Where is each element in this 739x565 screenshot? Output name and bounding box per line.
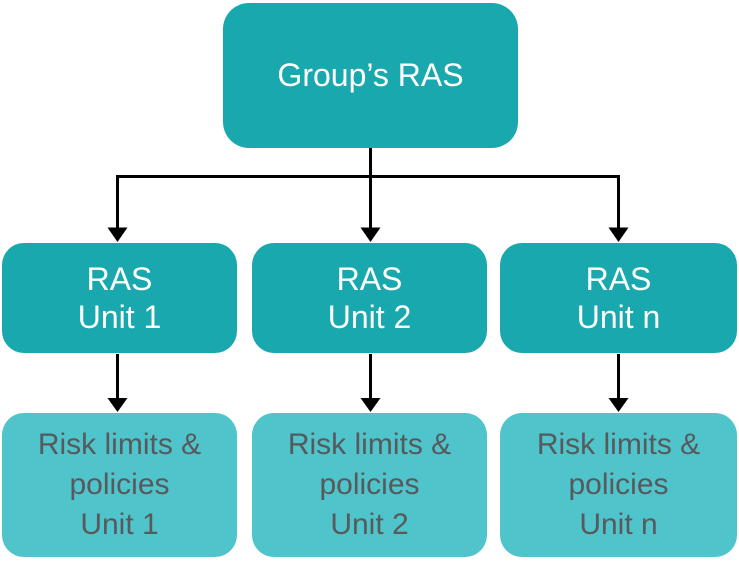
policy-unit-2-node: Risk limits & policies Unit 2 (252, 413, 487, 557)
ras-unit-1-node: RAS Unit 1 (2, 243, 237, 353)
policy-unit-1-node: Risk limits & policies Unit 1 (2, 413, 237, 557)
arrowhead-policy-3 (608, 398, 629, 412)
arrowhead-unit-3 (608, 227, 629, 242)
policy-unit-n-node: Risk limits & policies Unit n (500, 413, 737, 557)
arrowhead-unit-2 (360, 227, 381, 242)
ras-unit-2-node: RAS Unit 2 (252, 243, 487, 353)
ras-unit-n-node: RAS Unit n (500, 243, 737, 353)
arrowhead-policy-1 (107, 398, 128, 412)
connector-rail (116, 175, 620, 229)
arrowhead-unit-1 (107, 227, 128, 242)
group-ras-node: Group’s RAS (223, 3, 518, 148)
arrowhead-policy-2 (360, 398, 381, 412)
